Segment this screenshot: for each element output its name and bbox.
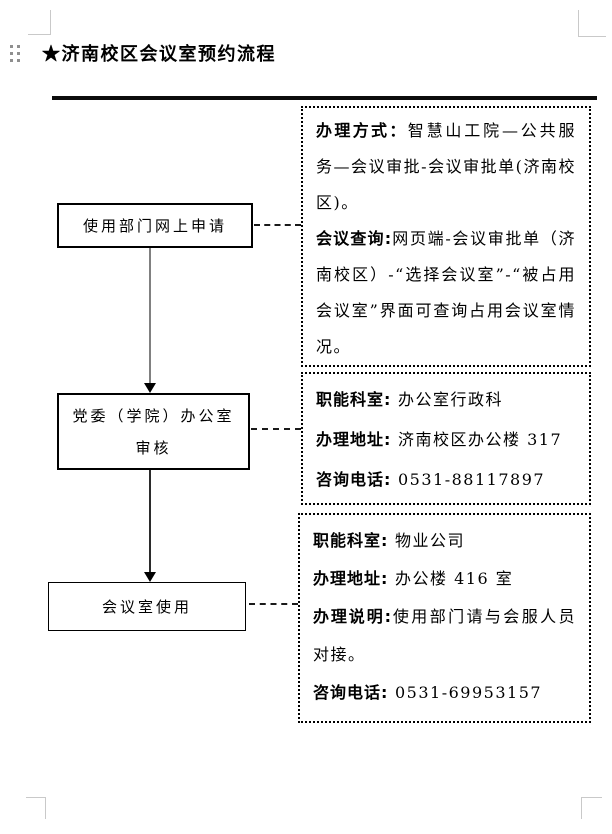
flow-step-office-review: 党委（学院）办公室 审核 bbox=[57, 393, 250, 470]
info-text: 0531-88117897 bbox=[391, 470, 546, 489]
drag-handle-icon[interactable] bbox=[10, 45, 20, 63]
info-text: 办公楼 416 室 bbox=[388, 569, 514, 588]
dashed-connector-2 bbox=[251, 428, 301, 430]
flow-arrow-line-1 bbox=[149, 248, 151, 383]
info-paragraph: 办理地址: 济南校区办公楼 317 bbox=[316, 420, 576, 460]
crop-mark-bottom-right-icon bbox=[581, 797, 602, 819]
info-label: 办理方式： bbox=[316, 121, 408, 140]
info-paragraph: 会议查询:网页端-会议审批单（济南校区）-“选择会议室”-“被占用会议室”界面可… bbox=[316, 221, 576, 365]
dashed-connector-1 bbox=[254, 224, 301, 226]
info-paragraph: 职能科室: 物业公司 bbox=[313, 522, 576, 560]
arrow-down-icon bbox=[144, 572, 156, 582]
dashed-connector-3 bbox=[249, 603, 298, 605]
flow-step-apply-online: 使用部门网上申请 bbox=[57, 203, 253, 248]
info-label: 办理说明: bbox=[313, 607, 392, 626]
info-label: 职能科室: bbox=[316, 390, 392, 409]
flow-arrow-line-2 bbox=[149, 470, 151, 573]
info-text: 0531-69953157 bbox=[388, 683, 543, 702]
info-paragraph: 职能科室: 办公室行政科 bbox=[316, 380, 576, 420]
info-label: 咨询电话: bbox=[313, 683, 389, 702]
info-text: 物业公司 bbox=[388, 531, 465, 550]
crop-mark-top-left-icon bbox=[28, 10, 51, 35]
flow-step-label-line1: 党委（学院）办公室 bbox=[72, 406, 235, 425]
info-label: 会议查询: bbox=[316, 229, 393, 248]
flow-step-room-use: 会议室使用 bbox=[48, 582, 246, 631]
info-text: 办公室行政科 bbox=[391, 390, 503, 409]
info-box-apply-details: 办理方式：智慧山工院—公共服务—会议审批-会议审批单(济南校区)。 会议查询:网… bbox=[301, 106, 591, 367]
info-text: 济南校区办公楼 317 bbox=[391, 430, 563, 449]
info-label: 办理地址: bbox=[316, 430, 392, 449]
info-text: 使用部门请与会服人员对接。 bbox=[313, 607, 576, 664]
info-box-review-details: 职能科室: 办公室行政科 办理地址: 济南校区办公楼 317 咨询电话: 053… bbox=[301, 372, 591, 505]
info-paragraph: 办理地址: 办公楼 416 室 bbox=[313, 560, 576, 598]
info-text: 网页端-会议审批单（济南校区）-“选择会议室”-“被占用会议室”界面可查询占用会… bbox=[316, 229, 576, 356]
flow-step-label-line2: 审核 bbox=[135, 438, 172, 457]
info-label: 办理地址: bbox=[313, 569, 389, 588]
crop-mark-bottom-left-icon bbox=[26, 797, 46, 819]
flow-step-label: 会议室使用 bbox=[101, 597, 192, 616]
page-title: ★济南校区会议室预约流程 bbox=[42, 44, 276, 65]
info-label: 咨询电话: bbox=[316, 470, 392, 489]
info-label: 职能科室: bbox=[313, 531, 389, 550]
info-paragraph: 办理说明:使用部门请与会服人员对接。 bbox=[313, 598, 576, 674]
arrow-down-icon bbox=[144, 383, 156, 393]
info-paragraph: 咨询电话: 0531-88117897 bbox=[316, 460, 576, 500]
info-box-use-details: 职能科室: 物业公司 办理地址: 办公楼 416 室 办理说明:使用部门请与会服… bbox=[298, 513, 591, 723]
flow-step-label: 使用部门网上申请 bbox=[82, 216, 227, 235]
info-text: 智慧山工院—公共服务—会议审批-会议审批单(济南校区)。 bbox=[316, 121, 576, 212]
info-paragraph: 咨询电话: 0531-69953157 bbox=[313, 674, 576, 712]
info-paragraph: 办理方式：智慧山工院—公共服务—会议审批-会议审批单(济南校区)。 bbox=[316, 113, 576, 221]
title-divider bbox=[52, 96, 597, 100]
crop-mark-top-right-icon bbox=[578, 10, 606, 37]
